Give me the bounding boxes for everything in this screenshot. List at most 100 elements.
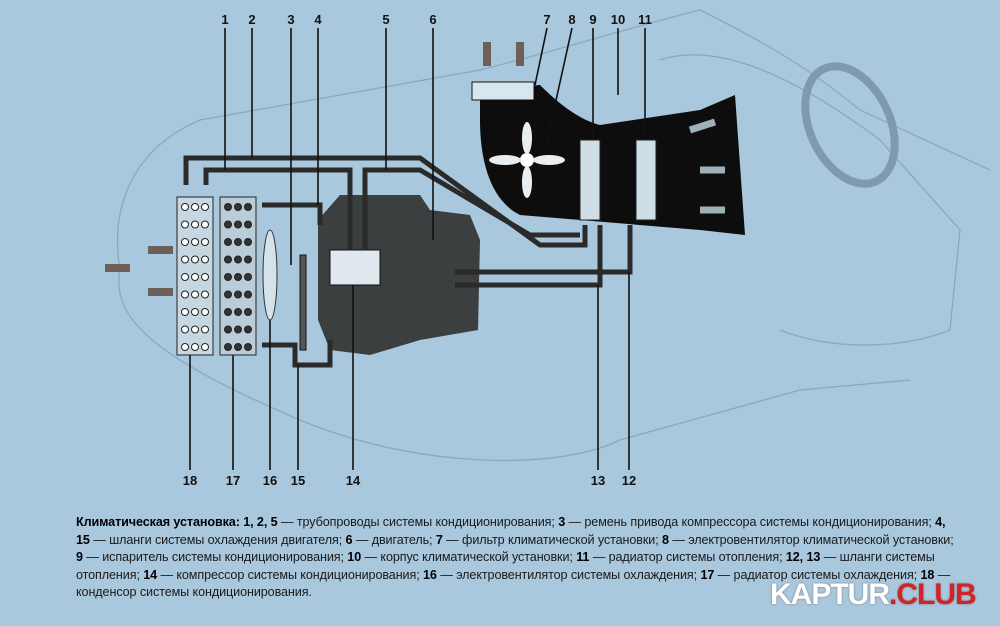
callout-label: 12: [622, 473, 636, 488]
leader-lines: [189, 27, 646, 470]
airflow-arrows: [105, 246, 173, 296]
tube-hole: [181, 343, 189, 351]
caption-text: — шланги системы отопления;: [76, 550, 935, 582]
tube-hole: [244, 290, 252, 299]
callout-label: 5: [382, 12, 389, 27]
caption-text: — шланги системы охлаждения двигателя;: [89, 532, 346, 547]
caption-text: — испаритель системы кондиционирования;: [82, 550, 348, 565]
callout-label: 18: [183, 473, 197, 488]
tube-hole: [181, 308, 189, 316]
tube-hole: [181, 238, 189, 246]
caption-text: — конденсор системы кондиционирования.: [76, 567, 951, 600]
caption-number: 12, 13: [785, 550, 821, 565]
callout-label: 7: [543, 12, 550, 27]
air-inlet-arrows: [483, 42, 524, 66]
cooling-fan: [262, 229, 278, 321]
tube-hole: [201, 325, 209, 334]
caption-number: 8: [662, 532, 669, 547]
tube-hole: [224, 220, 232, 229]
callout-label: 16: [263, 473, 277, 488]
radiator-tubes: [181, 203, 252, 351]
climate-filter: [471, 81, 535, 101]
tube-hole: [244, 238, 252, 246]
caption-number: 18: [920, 567, 935, 582]
caption-number: 6: [345, 532, 353, 547]
tube-hole: [201, 343, 209, 351]
callout-label: 10: [611, 12, 625, 27]
caption-number: 11: [576, 550, 590, 565]
climate-fan: [489, 122, 565, 198]
caption-number: 17: [700, 567, 715, 582]
air-outlet-arrows: [688, 118, 725, 214]
tube-hole: [201, 255, 209, 264]
caption-text: — компрессор системы кондиционирования;: [157, 567, 424, 582]
tube-hole: [201, 273, 209, 281]
tube-hole: [234, 308, 242, 316]
callout-label: 13: [591, 473, 605, 488]
tube-hole: [234, 220, 242, 229]
tube-hole: [244, 255, 252, 264]
callout-label: 8: [568, 12, 575, 27]
tube-hole: [181, 273, 189, 281]
caption-text: — радиатор системы отопления;: [589, 550, 786, 565]
tube-hole: [224, 273, 232, 281]
watermark-logo: KAPTUR.CLUB: [770, 578, 977, 611]
compressor: [329, 249, 381, 286]
tube-hole: [244, 325, 252, 334]
evaporator: [579, 139, 601, 221]
engine: [318, 195, 480, 355]
tube-hole: [181, 203, 189, 211]
tube-hole: [234, 343, 242, 351]
caption-text: — фильтр климатической установки;: [442, 532, 662, 547]
caption-text: — корпус климатической установки;: [361, 550, 577, 565]
tube-hole: [224, 325, 232, 334]
caption-number: 9: [76, 550, 83, 565]
steering-wheel: [801, 62, 899, 188]
caption-text: — радиатор системы охлаждения;: [714, 567, 921, 582]
tube-hole: [191, 238, 199, 246]
callout-label: 11: [638, 12, 652, 27]
tube-hole: [234, 290, 242, 299]
callout-label: 17: [226, 473, 240, 488]
tube-hole: [191, 308, 199, 316]
heater-core: [635, 139, 657, 221]
tube-hole: [244, 308, 252, 316]
caption-text: — трубопроводы системы кондиционирования…: [277, 515, 559, 529]
callout-label: 1: [221, 12, 228, 27]
caption-number: 1, 2, 5: [243, 515, 278, 529]
callout-label: 15: [291, 473, 305, 488]
tube-hole: [244, 220, 252, 229]
tube-hole: [234, 273, 242, 281]
callout-label: 4: [314, 12, 322, 27]
tube-hole: [191, 273, 199, 281]
climate-housing: [480, 85, 745, 235]
tube-hole: [234, 325, 242, 334]
caption-number: 14: [143, 567, 158, 582]
tube-hole: [224, 203, 232, 211]
tube-hole: [181, 255, 189, 264]
caption-number: 16: [423, 567, 437, 582]
caption-number: 4, 15: [76, 515, 946, 547]
tube-hole: [234, 203, 242, 211]
caption-text: — двигатель;: [352, 532, 436, 547]
tube-hole: [224, 290, 232, 299]
caption-number: 7: [435, 532, 443, 547]
tube-hole: [181, 220, 189, 229]
tube-hole: [201, 203, 209, 211]
tube-hole: [224, 238, 232, 246]
callout-label: 9: [589, 12, 596, 27]
caption: Климатическая установка: 1, 2, 5 — трубо…: [76, 514, 956, 602]
caption-text: — электровентилятор климатической устано…: [668, 532, 954, 547]
caption-title: Климатическая установка:: [76, 515, 240, 529]
tube-hole: [244, 203, 252, 211]
tube-hole: [181, 325, 189, 334]
tube-hole: [191, 343, 199, 351]
tube-hole: [191, 325, 199, 334]
tube-hole: [191, 220, 199, 229]
tube-hole: [234, 238, 242, 246]
callout-label: 3: [287, 12, 294, 27]
